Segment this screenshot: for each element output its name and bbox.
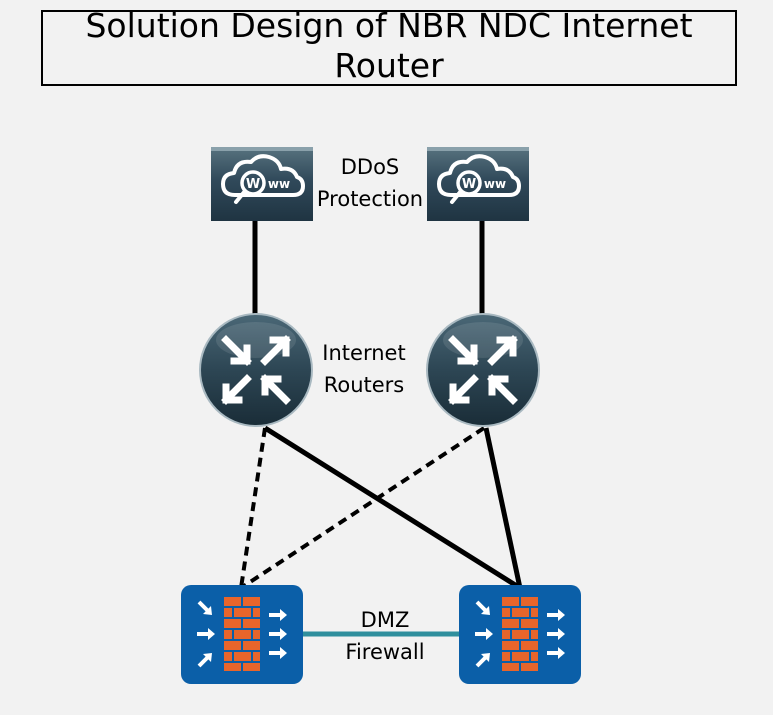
- svg-text:W: W: [246, 177, 260, 192]
- internet-routers-label: Internet Routers: [312, 337, 416, 401]
- firewall-icon: [197, 597, 287, 671]
- www-cloud-icon: W ww: [221, 154, 305, 204]
- title-box: Solution Design of NBR NDC Internet Rout…: [41, 10, 737, 86]
- ddos-protection-text: DDoS Protection: [316, 155, 424, 211]
- svg-text:W: W: [462, 177, 476, 192]
- link-router-left-firewall-left: [239, 427, 267, 589]
- firewall-icon: [475, 597, 565, 671]
- internet-router-left[interactable]: [199, 313, 313, 427]
- internet-router-right[interactable]: [426, 313, 540, 427]
- ddos-appliance-left[interactable]: W ww: [211, 147, 313, 221]
- link-router-right-firewall-right: [483, 427, 523, 589]
- svg-text:ww: ww: [484, 177, 506, 191]
- www-cloud-icon: W ww: [437, 154, 521, 204]
- dmz-firewall-text: DMZ Firewall: [345, 608, 425, 664]
- diagram-title: Solution Design of NBR NDC Internet Rout…: [85, 10, 693, 85]
- ddos-protection-label: DDoS Protection: [308, 151, 432, 215]
- svg-text:ww: ww: [268, 177, 290, 191]
- link-router-right-firewall-left: [239, 426, 486, 590]
- internet-routers-text: Internet Routers: [322, 341, 406, 397]
- dmz-firewall-left[interactable]: [181, 585, 303, 684]
- dmz-firewall-label: DMZ Firewall: [330, 604, 440, 668]
- ddos-appliance-right[interactable]: W ww: [427, 147, 529, 221]
- link-router-left-firewall-right: [263, 425, 522, 591]
- dmz-firewall-right[interactable]: [459, 585, 581, 684]
